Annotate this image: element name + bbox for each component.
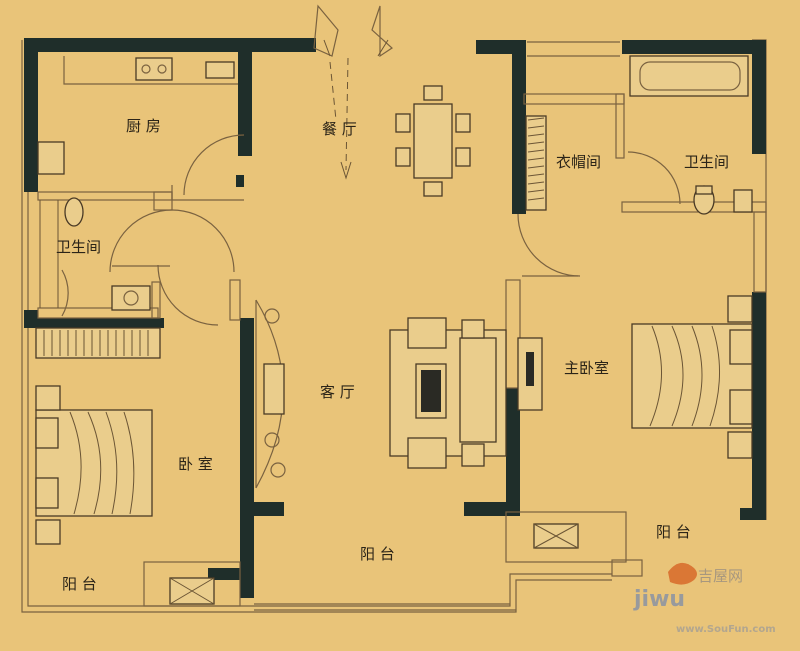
bath-fixtures — [64, 197, 151, 311]
label-dining: 餐 厅 — [322, 120, 357, 138]
label-kitchen: 厨 房 — [126, 117, 161, 135]
label-bedroom: 卧 室 — [178, 455, 213, 473]
dining-table — [395, 85, 471, 197]
master-bed — [631, 295, 753, 459]
closet-rack — [525, 115, 547, 211]
ac-unit-right — [533, 523, 579, 549]
kitchen-counter — [37, 56, 238, 175]
label-master-bedroom: 主卧室 — [564, 359, 609, 377]
label-master-bath: 卫生间 — [684, 153, 729, 171]
bedroom-closet — [35, 327, 161, 359]
label-closet: 衣帽间 — [556, 153, 601, 171]
sofa-set — [389, 317, 543, 469]
master-bath-fixtures — [629, 55, 753, 215]
walls — [24, 38, 766, 598]
watermark-url: www.SouFun.com — [676, 624, 776, 635]
tv-cabinet — [255, 299, 286, 489]
watermark-brand-cn: 吉屋网 — [698, 567, 743, 585]
entry-arrows — [329, 57, 352, 180]
label-balcony-center: 阳 台 — [360, 545, 395, 563]
ac-unit-left — [169, 577, 215, 605]
label-balcony-right: 阳 台 — [656, 523, 691, 541]
label-bath: 卫生间 — [56, 238, 101, 256]
label-living: 客 厅 — [320, 383, 355, 401]
bedroom-bed — [35, 385, 153, 545]
label-balcony-left: 阳 台 — [62, 575, 97, 593]
watermark-brand-en: jiwu — [633, 587, 685, 612]
doors — [61, 4, 681, 326]
watermark-logo-icon — [668, 562, 697, 585]
watermark: 吉屋网 jiwu www.SouFun.com — [633, 562, 776, 635]
